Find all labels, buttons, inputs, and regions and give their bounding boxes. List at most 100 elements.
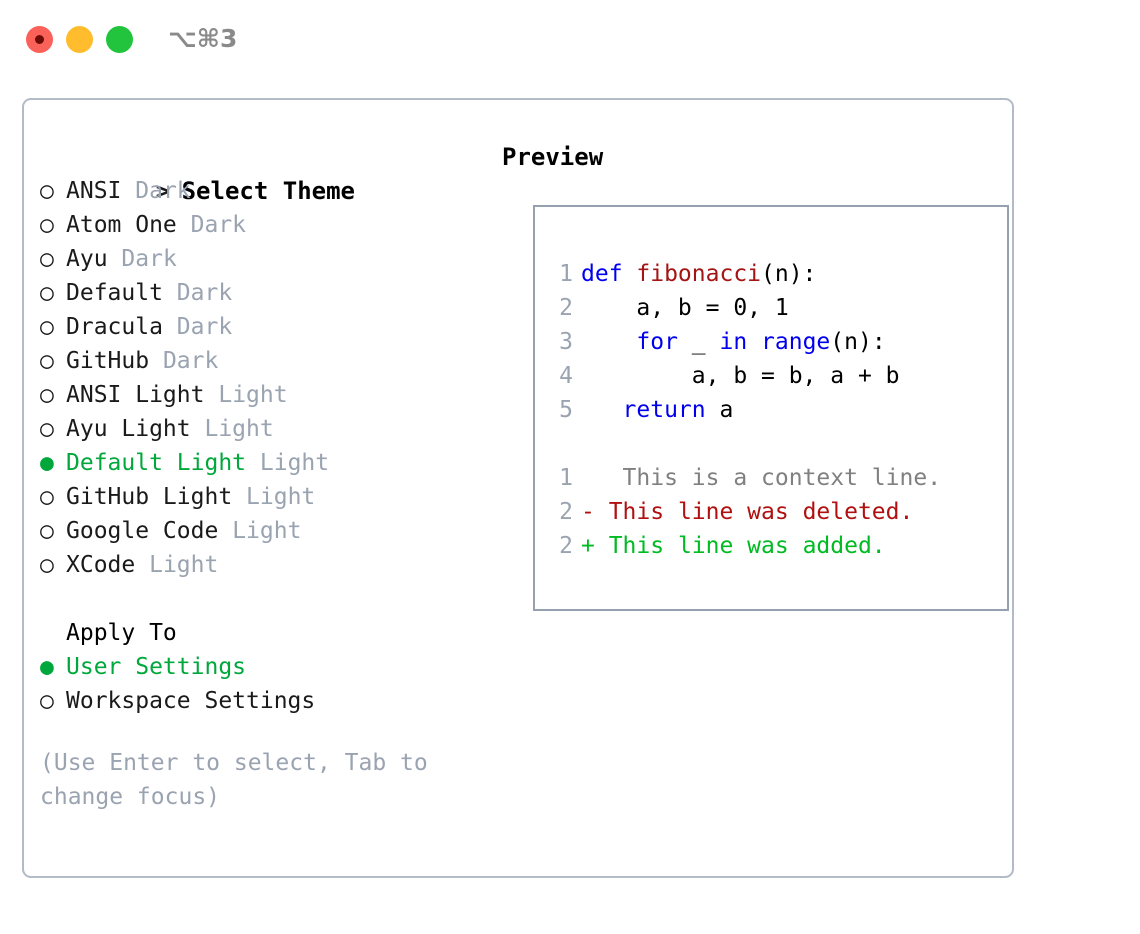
minimize-window-button[interactable] [66, 26, 93, 53]
apply-to-title: Apply To [66, 620, 177, 646]
code-token: return [622, 397, 706, 423]
close-icon [35, 35, 44, 44]
code-token: (n): [830, 329, 886, 355]
radio-unselected-icon: ○ [40, 484, 54, 510]
theme-name-label: Ayu [66, 246, 108, 272]
dialog-card: >Select Theme ○ANSI Dark○Atom One Dark○A… [22, 98, 1014, 878]
code-token: _ [677, 329, 720, 355]
theme-list-item[interactable]: ● Default Light Light [40, 446, 492, 480]
preview-title: Preview [502, 143, 604, 171]
theme-kind-label: Dark [176, 314, 233, 340]
code-token: fibonacci [636, 261, 762, 287]
theme-list: ○ANSI Dark○Atom One Dark○Ayu Dark○Defaul… [40, 174, 492, 582]
theme-kind-label: Dark [190, 212, 247, 238]
code-token [581, 329, 636, 355]
line-number: 1 [559, 261, 573, 287]
theme-list-item[interactable]: ○ Dracula Dark [40, 310, 492, 344]
code-token: in [719, 329, 748, 355]
theme-kind-label: Dark [121, 246, 177, 272]
theme-name-label: ANSI Light [66, 382, 205, 408]
diff-marker: - [581, 499, 595, 525]
theme-kind-label: Dark [176, 280, 233, 306]
theme-name-label: XCode [66, 552, 136, 578]
theme-name-label: GitHub Light [66, 484, 233, 510]
theme-list-item[interactable]: ○ANSI Light Light [40, 378, 492, 412]
diff-marker: + [581, 533, 595, 559]
code-token: a, b = b, a + b [581, 363, 900, 389]
list-spacer [40, 582, 492, 616]
code-token: a, b = 0, 1 [581, 295, 789, 321]
line-number: 2 [559, 533, 573, 559]
diff-line-add: 2 + This line was added. [547, 529, 1001, 563]
apply-to-label: Workspace Settings [66, 688, 316, 714]
code-token: for [636, 329, 678, 355]
zoom-window-button[interactable] [106, 26, 133, 53]
theme-list-item[interactable]: ○ ANSI Dark [40, 174, 492, 208]
theme-name-label: Ayu Light [66, 416, 191, 442]
radio-selected-icon: ● [40, 450, 54, 476]
radio-unselected-icon: ○ [40, 212, 54, 238]
radio-selected-icon: ● [40, 654, 54, 680]
code-line: 3 for _ in range(n): [547, 325, 1001, 359]
theme-name-label: Dracula [66, 314, 163, 340]
preview-pane: Preview 1 def fibonacci (n): 2 a, b = 0, 1 3… [502, 140, 1009, 611]
theme-name-label: GitHub [66, 348, 150, 374]
theme-list-item[interactable]: ○ GitHub Dark [40, 344, 492, 378]
diff-line-context: 1 This is a context line. [547, 461, 1001, 495]
theme-list-item[interactable]: ○XCode Light [40, 548, 492, 582]
diff-line-delete: 2- This line was deleted. [547, 495, 1001, 529]
diff-text: This is a context line. [594, 465, 942, 491]
diff-marker [581, 465, 595, 491]
line-number: 2 [559, 295, 573, 321]
theme-name-label: Google Code [66, 518, 219, 544]
code-line: 4 a, b = b, a + b [547, 359, 1001, 393]
code-token: a [705, 397, 734, 423]
keyboard-shortcut-label: ⌥⌘3 [168, 24, 238, 53]
radio-unselected-icon: ○ [40, 246, 54, 272]
apply-to-item[interactable]: ● User Settings [40, 650, 492, 684]
theme-list-item[interactable]: ○ GitHub Light Light [40, 480, 492, 514]
diff-text: This line was deleted. [594, 499, 914, 525]
code-token: def [581, 261, 637, 287]
apply-to-item[interactable]: ○ Workspace Settings [40, 684, 492, 718]
radio-unselected-icon: ○ [40, 518, 54, 544]
theme-name-label: ANSI [66, 178, 122, 204]
code-token [581, 397, 623, 423]
theme-kind-label: Dark [135, 178, 191, 204]
radio-unselected-icon: ○ [40, 688, 54, 714]
theme-list-item[interactable]: ○Google Code Light [40, 514, 492, 548]
code-token [747, 329, 761, 355]
line-number: 2 [559, 499, 573, 525]
theme-kind-label: Light [246, 484, 316, 510]
theme-kind-label: Light [149, 552, 219, 578]
theme-list-item[interactable]: ○ Ayu Dark [40, 242, 492, 276]
diff-text: This line was added. [594, 533, 886, 559]
code-token: range [761, 329, 831, 355]
theme-kind-label: Dark [162, 348, 219, 374]
theme-kind-label: Light [218, 382, 288, 408]
radio-unselected-icon: ○ [40, 416, 54, 442]
theme-list-item[interactable]: ○ Ayu Light Light [40, 412, 492, 446]
theme-selector-pane: >Select Theme ○ANSI Dark○Atom One Dark○A… [40, 140, 492, 814]
theme-list-item[interactable]: ○Atom One Dark [40, 208, 492, 242]
preview-box: 1 def fibonacci (n): 2 a, b = 0, 1 3 for _ i… [533, 205, 1009, 611]
radio-unselected-icon: ○ [40, 280, 54, 306]
radio-unselected-icon: ○ [40, 314, 54, 340]
radio-unselected-icon: ○ [40, 178, 54, 204]
diff-block: 1 This is a context line.2- This line wa… [547, 461, 1001, 563]
line-number: 3 [559, 329, 573, 355]
line-number: 5 [559, 397, 573, 423]
close-window-button[interactable] [26, 26, 53, 53]
theme-list-header: >Select Theme [40, 140, 492, 205]
theme-kind-label: Light [259, 450, 330, 476]
theme-kind-label: Light [204, 416, 274, 442]
prompt-caret-icon: > [155, 177, 171, 205]
theme-list-item[interactable]: ○Default Dark [40, 276, 492, 310]
radio-unselected-icon: ○ [40, 348, 54, 374]
code-diff-spacer [547, 427, 1001, 461]
theme-name-label: Default Light [66, 450, 247, 476]
line-number: 4 [559, 363, 573, 389]
apply-to-label: User Settings [66, 654, 247, 680]
